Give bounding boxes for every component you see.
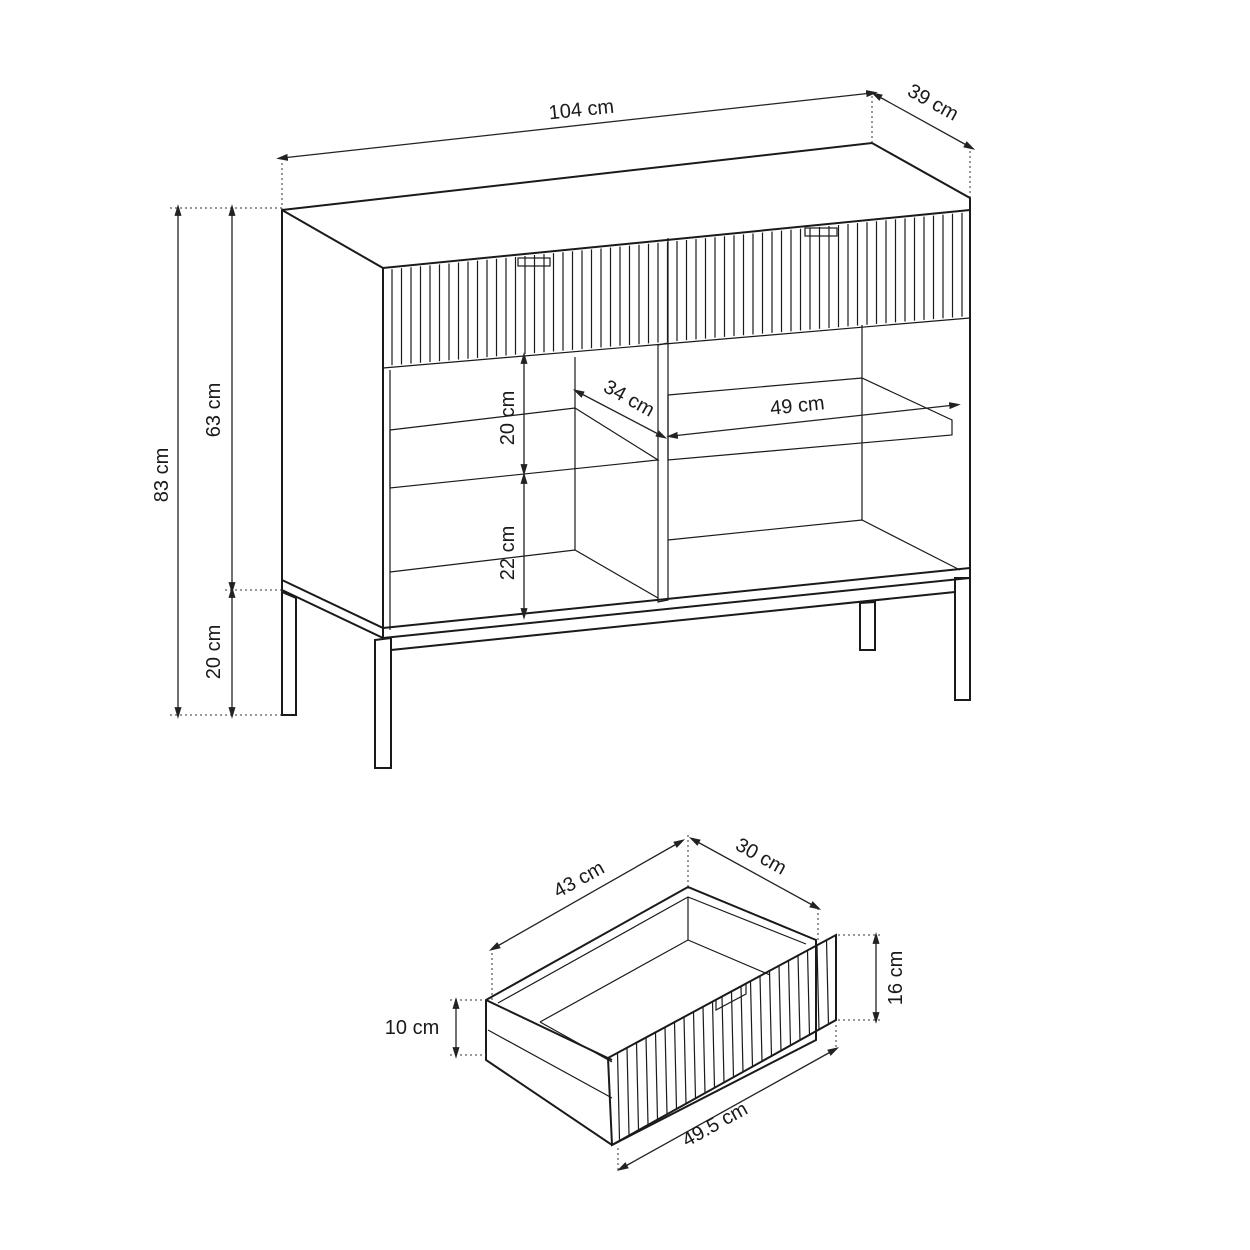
drawer-dimensions <box>450 835 880 1171</box>
drawer-handle-right <box>804 227 838 237</box>
sideboard-drawing <box>281 141 971 769</box>
drawer-depth-dimension-line <box>688 837 822 910</box>
width-dimension-line <box>276 90 878 161</box>
flute-line <box>635 1042 640 1130</box>
drawer-front-height-label: 16 cm <box>885 951 907 1005</box>
flute-line <box>797 955 801 1041</box>
shelf-depth-label: 34 cm <box>600 376 658 422</box>
plinth-side <box>281 579 384 629</box>
flute-line <box>825 940 830 1026</box>
drawer-bottom-back <box>539 939 771 1023</box>
leg-back-right <box>859 600 876 651</box>
leg-front-left <box>374 636 392 769</box>
drawer-outline <box>485 885 817 1147</box>
shelf-right <box>667 377 953 461</box>
cabinet-dimensions <box>170 90 976 719</box>
flute-line <box>626 1047 630 1135</box>
width-label: 104 cm <box>548 96 616 125</box>
flute-line <box>616 1052 621 1140</box>
plinth-line <box>382 567 971 629</box>
frame-rail <box>390 591 956 651</box>
flute-line <box>787 960 792 1047</box>
drawer-front-handle <box>715 983 747 1011</box>
depth-dimension-line <box>870 92 976 150</box>
upper-shelf-height-label: 20 cm <box>497 391 519 445</box>
flute-line <box>711 1001 716 1088</box>
bottom-right <box>667 519 961 571</box>
shelf-depth-dimension-line <box>572 389 668 439</box>
drawer-depth-label: 30 cm <box>732 834 790 880</box>
flute-line <box>816 945 820 1031</box>
body-height-label: 63 cm <box>203 383 225 437</box>
drawer-side-height-label: 10 cm <box>385 1017 439 1039</box>
leg-height-label: 20 cm <box>203 625 225 679</box>
drawer-drawing <box>485 885 837 1147</box>
drawer-length-dimension-line <box>488 839 686 951</box>
center-divider <box>657 342 669 603</box>
flute-line <box>702 1006 706 1093</box>
flute-line <box>721 996 725 1083</box>
flute-line <box>759 975 763 1062</box>
flute-line <box>645 1037 649 1125</box>
depth-label: 39 cm <box>904 80 962 126</box>
flute-line <box>654 1032 659 1119</box>
total-height-label: 83 cm <box>151 448 173 502</box>
drawer-handle-left <box>517 257 551 267</box>
drawer-bottom-edge <box>382 317 971 369</box>
shelf-left <box>389 407 660 489</box>
drawer-side-top <box>485 999 613 1061</box>
flute-line <box>692 1011 697 1099</box>
drawer-width-dimension-line <box>616 1047 840 1171</box>
flute-line <box>664 1027 668 1114</box>
flute-line <box>673 1022 678 1109</box>
flute-line <box>683 1016 687 1104</box>
flute-line <box>749 981 754 1067</box>
shelf-width-label: 49 cm <box>769 392 825 420</box>
flute-line <box>730 991 735 1078</box>
lower-shelf-height-label: 22 cm <box>497 526 519 580</box>
shelf-width-dimension-line <box>666 402 961 439</box>
leg-front-right <box>954 577 971 701</box>
flute-line <box>806 950 811 1036</box>
flute-line <box>740 986 744 1073</box>
fluted-drawer-fronts <box>391 212 963 366</box>
bottom-left <box>389 549 659 599</box>
flute-line <box>778 965 782 1052</box>
drawer-length-label: 43 cm <box>550 857 608 903</box>
drawer-runner <box>487 1029 613 1099</box>
leg-back-left <box>281 590 297 716</box>
flute-line <box>768 970 773 1057</box>
